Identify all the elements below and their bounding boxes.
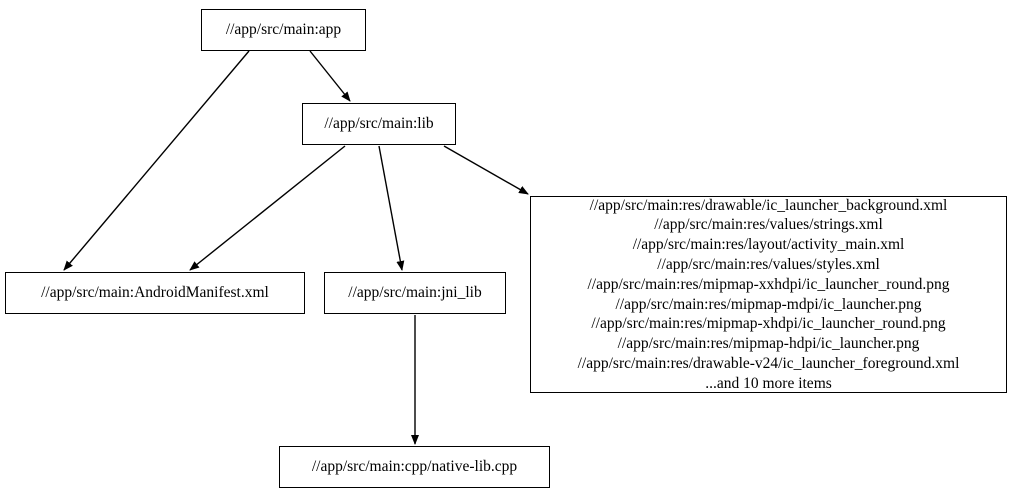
graph-node-jni-lib[interactable]: //app/src/main:jni_lib: [324, 272, 506, 314]
graph-node-app[interactable]: //app/src/main:app: [201, 9, 366, 51]
graph-node-app-label: //app/src/main:app: [225, 21, 342, 39]
graph-node-resources[interactable]: //app/src/main:res/drawable/ic_launcher_…: [530, 196, 1007, 393]
graph-node-native-lib-cpp-label: //app/src/main:cpp/native-lib.cpp: [311, 458, 518, 476]
graph-node-android-manifest[interactable]: //app/src/main:AndroidManifest.xml: [5, 272, 305, 314]
graph-edge-lib-to-manifest: [189, 145, 346, 271]
graph-node-native-lib-cpp[interactable]: //app/src/main:cpp/native-lib.cpp: [279, 446, 550, 488]
graph-node-resources-label: //app/src/main:res/drawable/ic_launcher_…: [577, 196, 960, 392]
graph-edge-lib-to-resources: [443, 145, 529, 195]
graph-node-android-manifest-label: //app/src/main:AndroidManifest.xml: [41, 284, 269, 302]
graph-node-lib[interactable]: //app/src/main:lib: [302, 103, 456, 145]
graph-edge-app-to-lib: [309, 50, 351, 102]
graph-node-lib-label: //app/src/main:lib: [324, 115, 434, 133]
graph-edge-app-to-manifest: [63, 50, 250, 271]
graph-edge-lib-to-jni_lib: [378, 145, 405, 271]
graph-node-jni-lib-label: //app/src/main:jni_lib: [348, 284, 482, 302]
